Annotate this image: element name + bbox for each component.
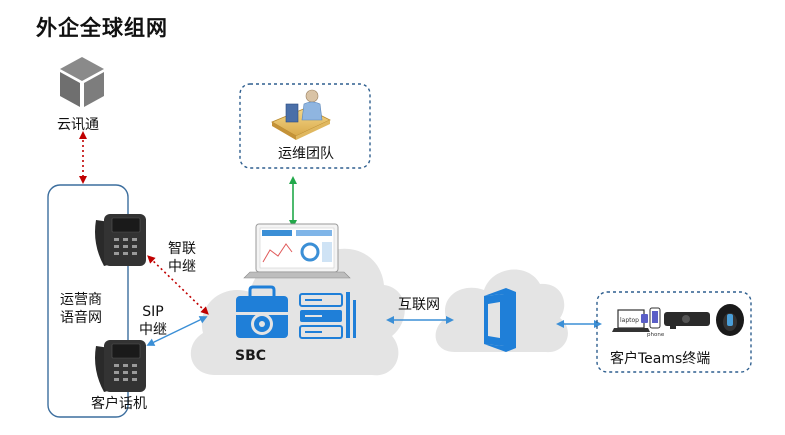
carrier-network-box xyxy=(47,184,129,418)
page-title: 外企全球组网 xyxy=(36,16,168,40)
smart-trunk-label: 智联 中继 xyxy=(168,240,196,276)
ops-team-box xyxy=(239,83,371,169)
customer-desk-phone-icon xyxy=(95,340,146,392)
office-logo-icon xyxy=(484,288,516,352)
sbc-server-rack-icon xyxy=(299,292,356,339)
ops-person-desk-icon xyxy=(271,89,331,140)
ops-team-label: 运维团队 xyxy=(278,146,334,162)
carrier-network-label: 运营商 语音网 xyxy=(60,291,102,327)
teams-laptop-icon: laptop xyxy=(612,309,650,332)
sip-trunk-label-line1: SIP xyxy=(142,304,164,320)
laptop-dashboard-icon xyxy=(243,223,351,279)
teams-endpoints-label: 客户Teams终端 xyxy=(610,351,711,367)
smart-trunk-label-line2: 中继 xyxy=(168,259,196,275)
sip-trunk-label: SIP 中继 xyxy=(139,303,167,339)
sbc-cloud xyxy=(190,248,405,376)
yunxuntong-cube-icon xyxy=(60,57,104,107)
teams-phone-icon: phone xyxy=(647,307,665,338)
sbc-toolbox-icon xyxy=(236,285,288,338)
sip-trunk-link xyxy=(146,316,208,346)
smart-trunk-label-line1: 智联 xyxy=(168,241,196,257)
teams-camera-bar-icon xyxy=(664,312,710,329)
sbc-label: SBC xyxy=(235,348,267,364)
customer-phone-label: 客户话机 xyxy=(91,396,147,412)
teams-logo-small-icon xyxy=(641,314,648,323)
carrier-network-label-line1: 运营商 xyxy=(60,292,102,308)
carrier-network-label-line2: 语音网 xyxy=(60,310,102,326)
teams-endpoints-box xyxy=(596,291,752,373)
internet-label: 互联网 xyxy=(398,297,440,313)
carrier-desk-phone-icon xyxy=(95,214,146,266)
teams-speaker-icon xyxy=(716,304,744,336)
sip-trunk-label-line2: 中继 xyxy=(139,322,167,338)
laptop-device-label: laptop xyxy=(620,317,639,324)
phone-device-label: phone xyxy=(647,332,665,338)
yunxuntong-label: 云讯通 xyxy=(57,117,99,133)
